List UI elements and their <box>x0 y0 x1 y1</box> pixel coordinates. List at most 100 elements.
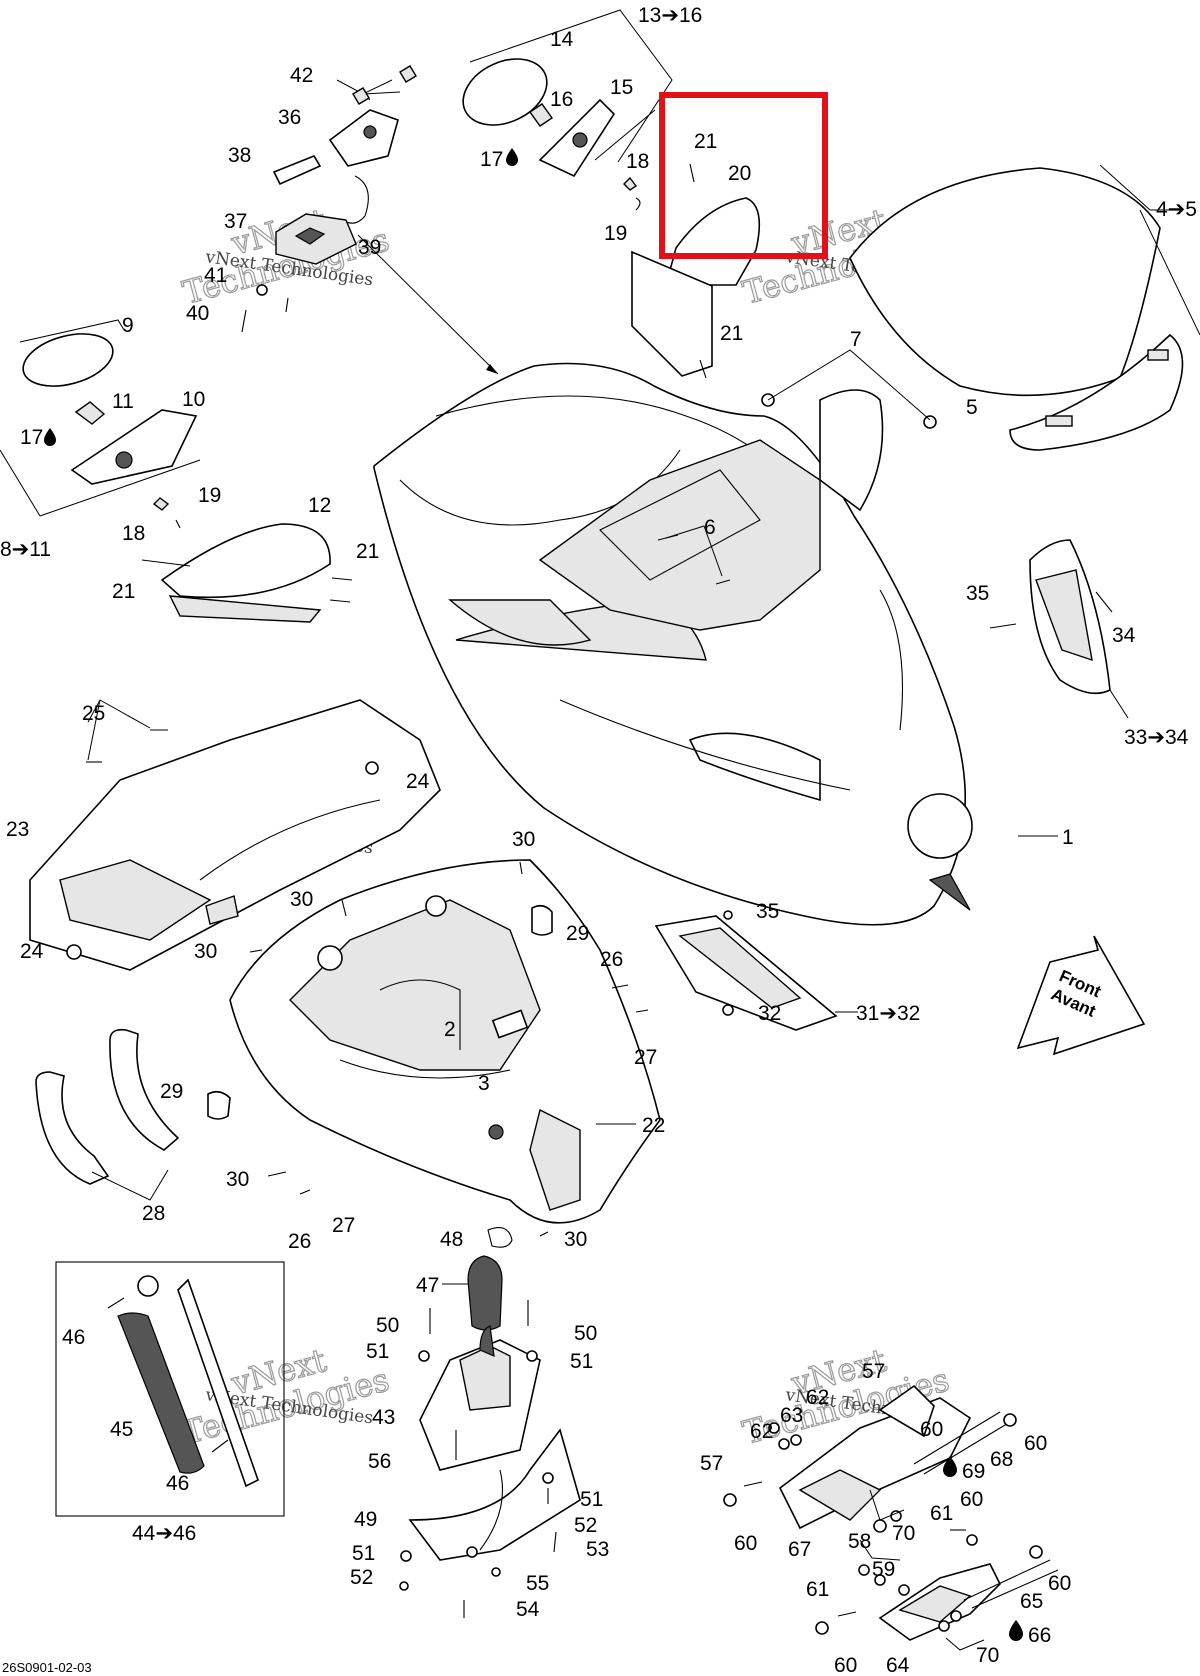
vent-left <box>688 732 821 802</box>
highlight-box <box>659 92 828 259</box>
callout-3: 3 <box>478 1072 490 1095</box>
callout-17: 17 <box>480 148 503 171</box>
callout-30: 30 <box>290 888 313 911</box>
callout-66: 66 <box>1028 1624 1051 1647</box>
callout-8-11: 8➔11 <box>0 538 51 561</box>
oil-drop-icon <box>943 1456 957 1477</box>
clamp-48 <box>487 1227 513 1248</box>
callout-46: 46 <box>62 1326 85 1349</box>
callout-labels: 13➔16 14 15 16 17 18 19 20 21 21 42 36 3… <box>0 4 1197 1676</box>
callout-25: 25 <box>82 702 105 725</box>
callout-51: 51 <box>352 1542 375 1565</box>
callout-29: 29 <box>566 922 589 945</box>
callout-67: 67 <box>788 1538 811 1561</box>
callout-11: 11 <box>112 390 134 413</box>
headlight-cap <box>907 793 973 859</box>
callout-62: 62 <box>750 1420 773 1443</box>
callout-41: 41 <box>204 264 227 287</box>
callout-35: 35 <box>966 582 989 605</box>
boot-47 <box>442 1227 513 1331</box>
callout-12: 12 <box>308 494 331 517</box>
mirror-mount-left <box>241 65 499 375</box>
callout-34: 34 <box>1112 624 1136 647</box>
mirror-glass-9 <box>22 333 114 387</box>
callout-30: 30 <box>512 828 535 851</box>
clip-19 <box>635 197 641 211</box>
callout-64: 64 <box>886 1654 910 1676</box>
deflector-12 <box>141 523 353 623</box>
callout-60: 60 <box>960 1488 983 1511</box>
callout-7: 7 <box>850 328 862 351</box>
callout-66-group: 66 <box>1009 1620 1051 1647</box>
callout-70: 70 <box>892 1522 915 1545</box>
callout-24: 24 <box>406 770 430 793</box>
windshield-assembly <box>849 164 1200 451</box>
mirror-glass <box>462 58 548 126</box>
callout-6: 6 <box>704 516 716 539</box>
callout-55: 55 <box>526 1572 549 1595</box>
callout-26: 26 <box>288 1230 311 1253</box>
callout-4-5: 4➔5 <box>1156 198 1197 221</box>
callout-14: 14 <box>550 28 574 51</box>
callout-50: 50 <box>574 1322 597 1345</box>
callout-21: 21 <box>356 540 379 563</box>
callout-51: 51 <box>366 1340 389 1363</box>
callout-27: 27 <box>332 1214 355 1237</box>
oil-drop-icon <box>1009 1620 1023 1641</box>
callout-24: 24 <box>20 940 44 963</box>
oil-drop-icon <box>506 148 518 166</box>
callout-60: 60 <box>920 1418 943 1441</box>
callout-5: 5 <box>966 396 978 419</box>
callout-47: 47 <box>416 1274 439 1297</box>
callout-31-32: 31➔32 <box>856 1002 920 1025</box>
callout-51: 51 <box>580 1488 603 1511</box>
kit-box-44 <box>55 1261 285 1517</box>
callout-18: 18 <box>626 150 649 173</box>
callout-29: 29 <box>160 1080 183 1103</box>
callout-19: 19 <box>604 222 627 245</box>
callout-36: 36 <box>278 106 301 129</box>
callout-32: 32 <box>758 1002 781 1025</box>
callout-52: 52 <box>574 1514 597 1537</box>
callout-39: 39 <box>358 236 381 259</box>
callout-30: 30 <box>194 940 217 963</box>
side-bracket <box>631 250 713 377</box>
callout-37: 37 <box>224 210 247 233</box>
callout-18: 18 <box>122 522 145 545</box>
pivot-11 <box>74 401 106 425</box>
panel-23 <box>29 699 441 971</box>
lever-38 <box>272 155 322 186</box>
spring-39 <box>342 175 369 224</box>
callout-2: 2 <box>444 1018 456 1041</box>
callout-44-46: 44➔46 <box>132 1522 196 1545</box>
callout-61: 61 <box>806 1578 829 1601</box>
rod <box>177 1278 259 1488</box>
drawing-code: 26S0901-02-03 <box>2 1660 92 1675</box>
callout-33-34: 33➔34 <box>1124 726 1189 749</box>
windshield <box>849 167 1161 397</box>
callout-43: 43 <box>372 1406 395 1429</box>
footrest-assembly <box>723 1384 1059 1651</box>
callout-45: 45 <box>110 1418 133 1441</box>
mirror-assembly <box>462 9 673 211</box>
inner-frame <box>538 439 821 631</box>
callout-38: 38 <box>228 144 251 167</box>
callout-62: 62 <box>806 1386 829 1409</box>
callout-9: 9 <box>122 314 134 337</box>
callout-15: 15 <box>610 76 633 99</box>
callout-22: 22 <box>642 1114 665 1137</box>
callout-20: 20 <box>728 162 751 185</box>
mirror-pivot <box>529 103 553 127</box>
callout-1: 1 <box>1062 826 1074 849</box>
callout-30: 30 <box>226 1168 249 1191</box>
oil-drop-icon <box>44 428 56 446</box>
callout-60: 60 <box>734 1532 757 1555</box>
callout-69-group: 69 <box>943 1456 985 1483</box>
mirror-assembly-left <box>0 319 201 529</box>
callout-50: 50 <box>376 1314 399 1337</box>
callout-30: 30 <box>564 1228 587 1251</box>
callout-65: 65 <box>1020 1590 1043 1613</box>
grommet-29 <box>531 904 553 936</box>
callout-48: 48 <box>440 1228 463 1251</box>
